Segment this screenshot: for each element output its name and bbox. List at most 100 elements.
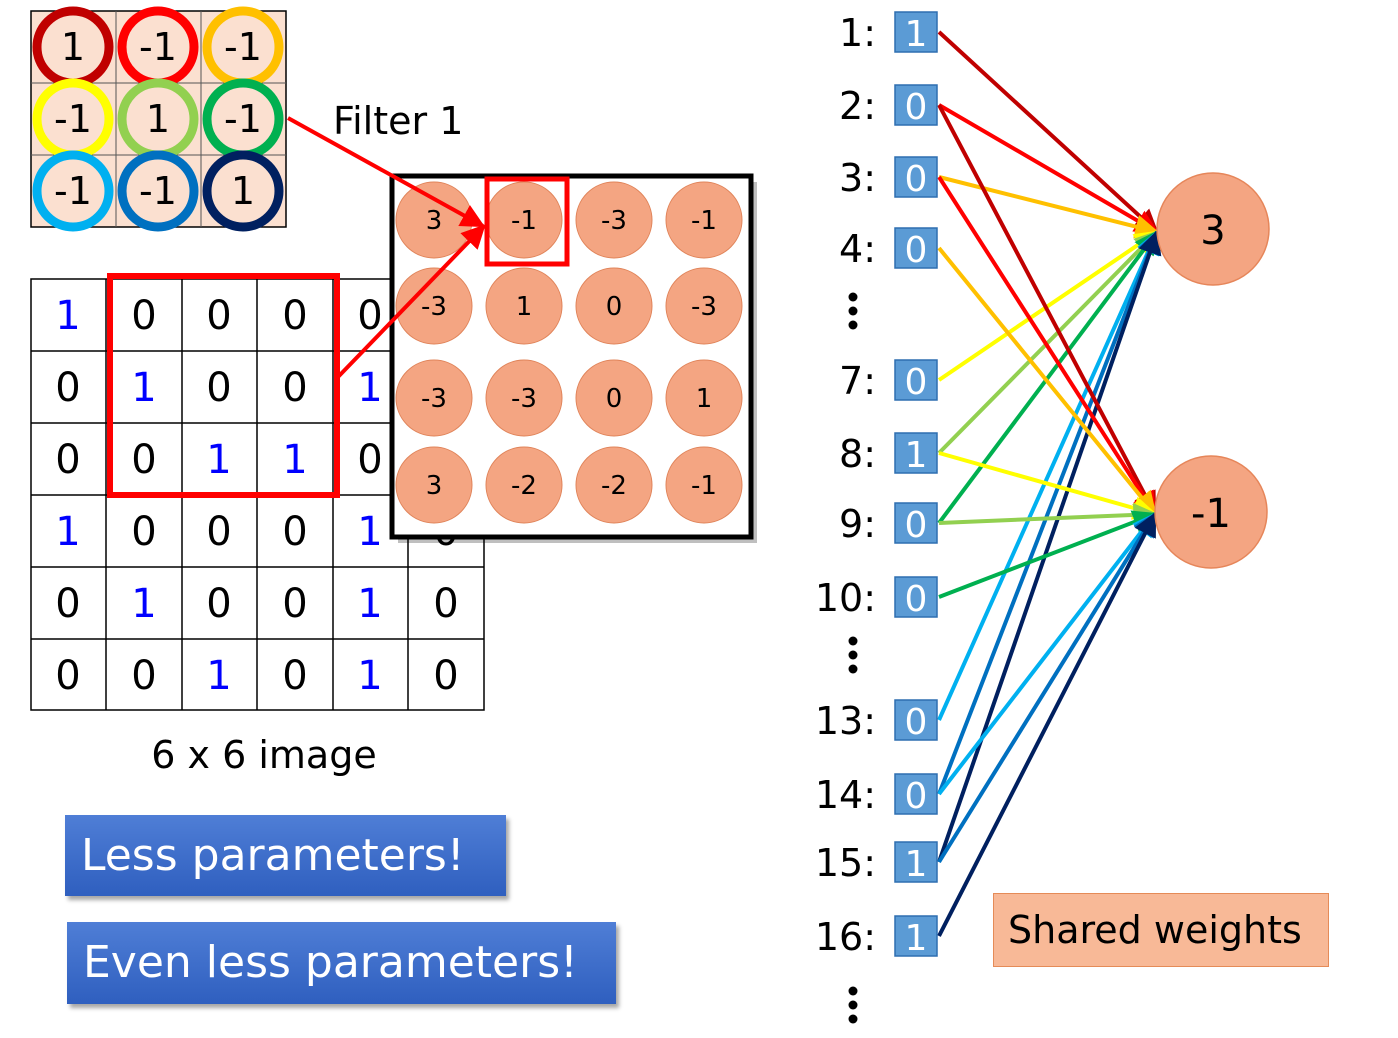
connection-arrow — [937, 229, 1161, 795]
feature-map-highlight — [484, 176, 570, 267]
feature-value: 3 — [426, 471, 443, 501]
input-label: 14: — [815, 773, 876, 817]
feature-value: 0 — [606, 384, 623, 414]
svg-text:-1: -1 — [1191, 491, 1231, 537]
feature-node — [395, 267, 473, 345]
filter-ring — [32, 150, 114, 232]
input-box — [894, 699, 938, 741]
feature-value: -2 — [601, 471, 627, 501]
filter-cell: 1 — [61, 25, 85, 69]
image-cell: 0 — [206, 509, 231, 555]
connection-arrow — [938, 510, 1158, 599]
image-cell: 0 — [282, 509, 307, 555]
connection-arrow — [937, 175, 1157, 517]
feature-value: -3 — [421, 292, 447, 322]
feature-value: -3 — [691, 292, 717, 322]
feature-node — [575, 359, 653, 437]
input-value: 0 — [905, 702, 928, 743]
input-value: 0 — [905, 776, 928, 817]
feature-value: -2 — [511, 471, 537, 501]
input-box — [894, 359, 938, 401]
feature-node — [575, 446, 653, 524]
image-cell: 1 — [55, 509, 80, 555]
input-column: 1:12:03:04:07:08:19:010:013:014:015:116:… — [815, 11, 938, 959]
image-cell: 0 — [282, 365, 307, 411]
feature-node — [665, 359, 743, 437]
input-box — [894, 432, 938, 474]
field-to-feature-arrow — [335, 224, 486, 380]
less-parameters-button: Less parameters! — [65, 815, 506, 896]
connection-arrow — [937, 229, 1160, 721]
feature-node — [575, 267, 653, 345]
connection-arrow — [937, 230, 1159, 455]
feature-node — [575, 181, 653, 259]
image-cell: 1 — [357, 509, 382, 555]
svg-text:3: 3 — [1200, 208, 1225, 254]
input-label: 13: — [815, 699, 876, 743]
output-node-1: 3 — [1156, 172, 1270, 286]
connection-arrow — [937, 30, 1159, 234]
input-box — [894, 156, 938, 198]
feature-node — [485, 446, 563, 524]
connection-arrow — [937, 512, 1157, 796]
input-value: 0 — [905, 505, 928, 546]
ellipsis-1 — [848, 292, 858, 330]
input-value: 1 — [905, 435, 928, 476]
image-cell: 1 — [357, 653, 382, 699]
connection-arrow — [937, 103, 1160, 234]
feature-value: -1 — [511, 206, 537, 236]
connection-arrow — [937, 511, 1157, 937]
image-cell: 0 — [131, 653, 156, 699]
even-less-parameters-button: Even less parameters! — [67, 922, 616, 1004]
input-value: 0 — [905, 362, 928, 403]
filter-cell: -1 — [224, 25, 262, 69]
connection-arrow — [937, 104, 1157, 517]
image-cell: 1 — [131, 581, 156, 627]
image-cell: 1 — [357, 365, 382, 411]
filter-cell: 1 — [231, 169, 255, 213]
feature-value: -1 — [691, 471, 717, 501]
input-value: 0 — [905, 579, 928, 620]
input-value: 1 — [905, 844, 928, 885]
image-cell: 0 — [433, 653, 458, 699]
filter-cell: -1 — [139, 25, 177, 69]
input-box — [894, 502, 938, 544]
input-label: 8: — [839, 432, 876, 476]
input-box — [894, 84, 938, 126]
image-cell: 0 — [131, 509, 156, 555]
ellipsis-3 — [848, 986, 858, 1024]
image-cell: 1 — [282, 437, 307, 483]
image-cell: 0 — [131, 293, 156, 339]
filter-ring — [117, 150, 199, 232]
image-cell: 0 — [282, 293, 307, 339]
feature-node — [395, 359, 473, 437]
input-value: 0 — [905, 159, 928, 200]
image-cell: 0 — [206, 581, 231, 627]
connection-arrow — [938, 502, 1158, 527]
connection-arrow — [937, 230, 1159, 525]
image-cell: 1 — [206, 653, 231, 699]
feature-node — [485, 267, 563, 345]
connection-arrow — [938, 451, 1158, 520]
ellipsis-2 — [848, 636, 858, 674]
filter-to-feature-arrow — [287, 116, 486, 228]
input-box — [894, 915, 938, 957]
filter-cell: -1 — [54, 169, 92, 213]
feature-node — [395, 446, 473, 524]
feature-value: 1 — [696, 384, 713, 414]
connection-arrow — [937, 511, 1157, 864]
image-cell: 0 — [55, 653, 80, 699]
input-value: 1 — [905, 14, 928, 55]
shared-weights-label: Shared weights — [993, 893, 1329, 967]
filter-ring — [202, 150, 284, 232]
image-cell: 0 — [282, 581, 307, 627]
receptive-field-box — [107, 273, 340, 498]
input-label: 7: — [839, 359, 876, 403]
feature-value: 1 — [516, 292, 533, 322]
feature-value: -1 — [691, 206, 717, 236]
output-node-2: -1 — [1154, 455, 1268, 569]
connection-arrow — [937, 246, 1157, 516]
feature-value: 3 — [426, 206, 443, 236]
input-value: 0 — [905, 87, 928, 128]
feature-value: -3 — [601, 206, 627, 236]
